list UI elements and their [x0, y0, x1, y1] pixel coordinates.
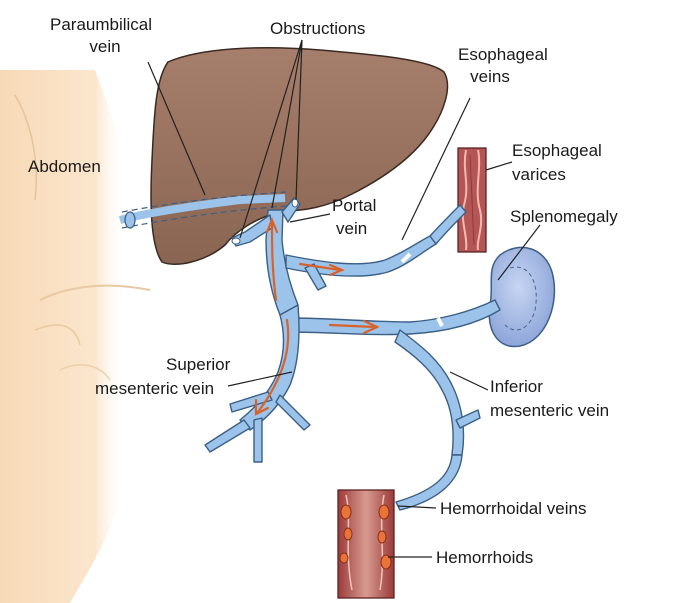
label-inferior-line2: mesenteric vein — [490, 401, 609, 420]
hemorrhoids — [339, 504, 392, 570]
spleen — [488, 246, 556, 348]
label-esophageal-veins-line2: veins — [470, 67, 510, 86]
label-splenomegaly: Splenomegaly — [510, 207, 618, 226]
label-portal-vein-line1: Portal — [332, 196, 376, 215]
diagram-labels: Paraumbilical vein Obstructions Esophage… — [28, 15, 618, 567]
portal-venous-system — [204, 197, 501, 511]
abdomen-body — [0, 70, 151, 603]
paraumbilical-vein — [118, 191, 287, 229]
label-obstructions: Obstructions — [270, 19, 365, 38]
label-inferior-line1: Inferior — [490, 377, 543, 396]
label-paraumbilical-line1: Paraumbilical — [50, 15, 152, 34]
obstruction-marks — [231, 198, 299, 245]
liver — [150, 46, 449, 265]
vein-break-marks — [400, 252, 444, 480]
label-superior-line2: mesenteric vein — [95, 379, 214, 398]
flow-arrows — [254, 217, 380, 416]
label-hemorrhoids: Hemorrhoids — [436, 548, 533, 567]
label-portal-vein-line2: vein — [336, 219, 367, 238]
label-hemorrhoidal-veins: Hemorrhoidal veins — [440, 499, 586, 518]
label-esophageal-varices-line2: varices — [512, 165, 566, 184]
label-superior-line1: Superior — [166, 355, 231, 374]
leader-lines — [147, 39, 541, 558]
esophagus — [457, 147, 487, 253]
label-abdomen: Abdomen — [28, 157, 101, 176]
label-paraumbilical-line2: vein — [89, 37, 120, 56]
label-esophageal-veins-line1: Esophageal — [458, 45, 548, 64]
label-esophageal-varices-line1: Esophageal — [512, 141, 602, 160]
